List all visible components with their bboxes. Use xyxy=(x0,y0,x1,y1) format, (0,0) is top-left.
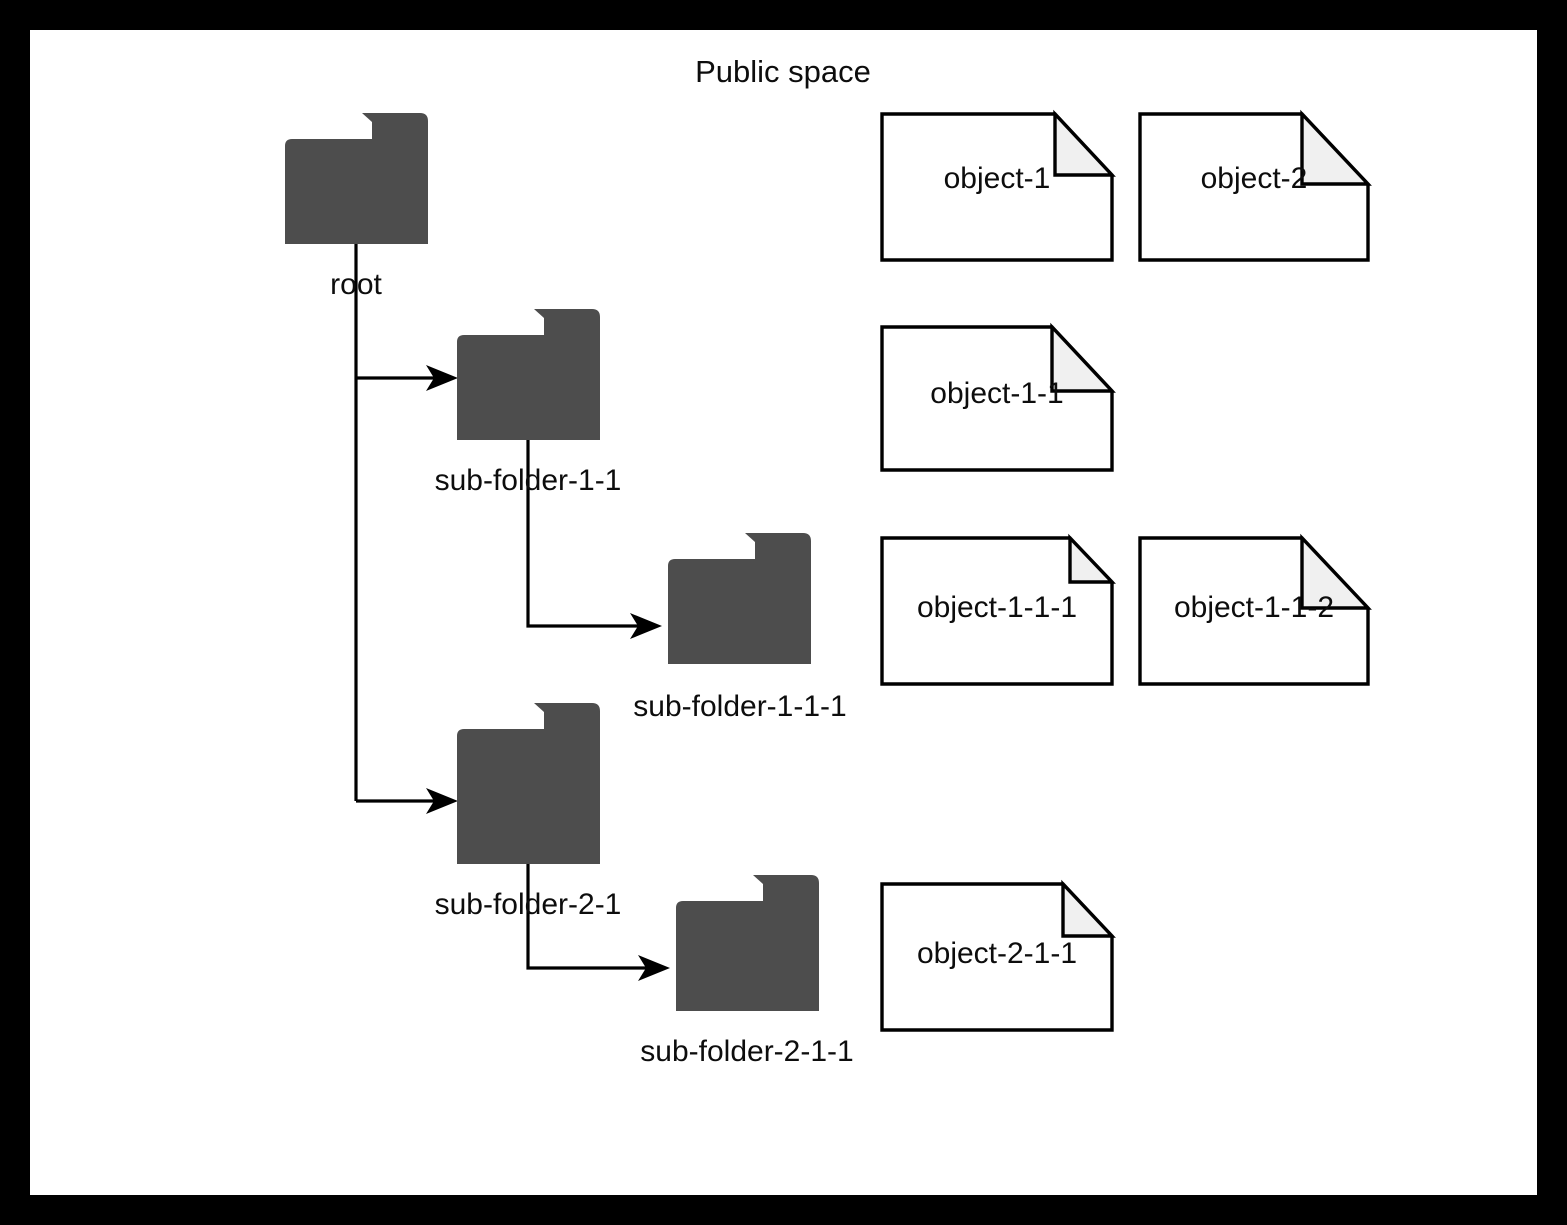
document-object-1-1-2[interactable]: object-1-1-2 xyxy=(1138,533,1372,686)
document-object-1-1-1[interactable]: object-1-1-1 xyxy=(880,533,1116,686)
folder-label: sub-folder-1-1 xyxy=(435,464,622,497)
document-fold-icon xyxy=(1300,533,1372,610)
folder-body-icon xyxy=(668,559,811,664)
folder-sub-folder-1-1[interactable]: sub-folder-1-1 xyxy=(435,309,622,497)
document-label: object-1-1-2 xyxy=(1174,591,1334,624)
document-object-2-1-1[interactable]: object-2-1-1 xyxy=(880,879,1116,1032)
document-label: object-1-1-1 xyxy=(917,591,1077,624)
document-label: object-1 xyxy=(944,162,1051,195)
folder-sub-folder-2-1-1[interactable]: sub-folder-2-1-1 xyxy=(640,875,854,1068)
folder-body-icon xyxy=(457,335,600,440)
connector-group xyxy=(354,244,670,981)
arrowhead-root-to-sub-folder-1-1 xyxy=(426,365,458,391)
folder-tab-icon xyxy=(753,875,819,901)
edge-sub-folder-1-1-to-1-1-1 xyxy=(526,440,646,628)
document-fold-icon xyxy=(1050,322,1116,393)
folder-tab-icon xyxy=(745,533,811,559)
folder-label: sub-folder-2-1-1 xyxy=(640,1035,853,1068)
folder-sub-folder-2-1[interactable]: sub-folder-2-1 xyxy=(435,703,622,921)
folder-label: root xyxy=(330,268,382,301)
folder-tab-icon xyxy=(534,309,600,335)
edge-sub-folder-2-1-to-2-1-1 xyxy=(526,864,654,970)
arrowhead-root-to-sub-folder-2-1 xyxy=(426,788,458,814)
folder-body-icon xyxy=(457,729,600,864)
document-object-2[interactable]: object-2 xyxy=(1138,109,1372,262)
document-body-icon xyxy=(880,882,1114,1032)
folder-body-icon xyxy=(285,139,428,244)
arrowhead-sub-folder-1-1-to-1-1-1 xyxy=(630,613,662,639)
folder-sub-folder-1-1-1[interactable]: sub-folder-1-1-1 xyxy=(633,533,847,723)
document-label: object-2 xyxy=(1201,162,1308,195)
document-label: object-2-1-1 xyxy=(917,937,1077,970)
document-object-1-1[interactable]: object-1-1 xyxy=(880,322,1116,472)
document-body-icon xyxy=(880,536,1114,686)
document-fold-icon xyxy=(1061,879,1116,938)
document-fold-icon xyxy=(1053,109,1116,177)
document-label: object-1-1 xyxy=(930,377,1063,410)
document-fold-icon xyxy=(1300,109,1372,186)
diagram-canvas: Public space xyxy=(30,30,1537,1195)
folder-body-icon xyxy=(676,901,819,1011)
folder-tab-icon xyxy=(362,113,428,139)
document-object-1[interactable]: object-1 xyxy=(880,109,1116,262)
folder-tab-icon xyxy=(534,703,600,729)
document-fold-icon xyxy=(1068,533,1116,584)
arrowhead-sub-folder-2-1-to-2-1-1 xyxy=(638,955,670,981)
folder-root[interactable]: root xyxy=(285,113,428,301)
folder-label: sub-folder-2-1 xyxy=(435,888,622,921)
diagram-title: Public space xyxy=(695,54,871,89)
folder-tree-diagram: Public space xyxy=(285,54,1372,1068)
folder-label: sub-folder-1-1-1 xyxy=(633,690,846,723)
